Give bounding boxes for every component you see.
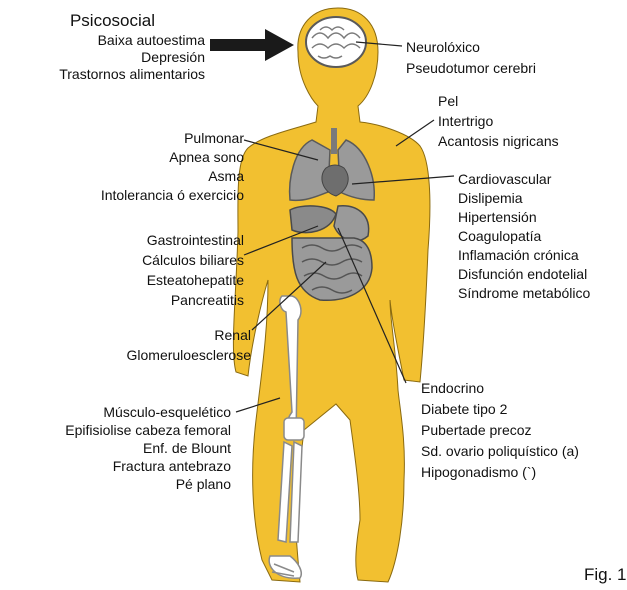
endocrino-item: Diabete tipo 2 — [421, 399, 579, 420]
pulmonar-item: Apnea sono — [0, 148, 244, 167]
musculo-group: Músculo-esquelético Epifisiolise cabeza … — [0, 403, 231, 493]
neuro-item: Neurolóxico — [406, 37, 536, 58]
psicosocial-group: Psicosocial Baixa autoestima Depresión T… — [20, 10, 205, 83]
pulmonar-item: Pulmonar — [0, 129, 244, 148]
endocrino-item: Endocrino — [421, 378, 579, 399]
pulmonar-group: Pulmonar Apnea sono Asma Intolerancia ó … — [0, 129, 244, 205]
pulmonar-item: Intolerancia ó exercicio — [0, 186, 244, 205]
renal-item: Renal — [0, 325, 251, 345]
psicosocial-title: Psicosocial — [20, 10, 205, 32]
endocrino-item: Pubertade precoz — [421, 420, 579, 441]
psicosocial-item: Depresión — [20, 49, 205, 66]
endocrino-group: Endocrino Diabete tipo 2 Pubertade preco… — [421, 378, 579, 483]
neuro-group: Neurolóxico Pseudotumor cerebri — [406, 37, 536, 79]
pel-item: Intertrigo — [438, 111, 559, 131]
gastro-item: Pancreatitis — [0, 290, 244, 310]
musculo-item: Músculo-esquelético — [0, 403, 231, 421]
cardio-item: Inflamación crónica — [458, 246, 590, 265]
psicosocial-item: Baixa autoestima — [20, 32, 205, 49]
musculo-item: Epifisiolise cabeza femoral — [0, 421, 231, 439]
arrow-to-brain — [210, 29, 294, 61]
neuro-item: Pseudotumor cerebri — [406, 58, 536, 79]
musculo-item: Fractura antebrazo — [0, 457, 231, 475]
cardio-item: Dislipemia — [458, 189, 590, 208]
gastro-item: Cálculos biliares — [0, 250, 244, 270]
gastro-item: Esteatohepatite — [0, 270, 244, 290]
endocrino-item: Sd. ovario poliquístico (a) — [421, 441, 579, 462]
renal-item: Glomeruloesclerose — [0, 345, 251, 365]
gastro-item: Gastrointestinal — [0, 230, 244, 250]
cardio-item: Coagulopatía — [458, 227, 590, 246]
cardio-item: Hipertensión — [458, 208, 590, 227]
pel-item: Pel — [438, 91, 559, 111]
figure-label: Fig. 1 — [584, 565, 627, 585]
endocrino-item: Hipogonadismo (`) — [421, 462, 579, 483]
cardio-item: Disfunción endotelial — [458, 265, 590, 284]
cardio-group: Cardiovascular Dislipemia Hipertensión C… — [458, 170, 590, 303]
pulmonar-item: Asma — [0, 167, 244, 186]
pel-group: Pel Intertrigo Acantosis nigricans — [438, 91, 559, 151]
cardio-item: Síndrome metabólico — [458, 284, 590, 303]
renal-group: Renal Glomeruloesclerose — [0, 325, 251, 365]
musculo-item: Pé plano — [0, 475, 231, 493]
gastro-group: Gastrointestinal Cálculos biliares Estea… — [0, 230, 244, 310]
psicosocial-item: Trastornos alimentarios — [20, 66, 205, 83]
cardio-item: Cardiovascular — [458, 170, 590, 189]
pel-item: Acantosis nigricans — [438, 131, 559, 151]
musculo-item: Enf. de Blount — [0, 439, 231, 457]
